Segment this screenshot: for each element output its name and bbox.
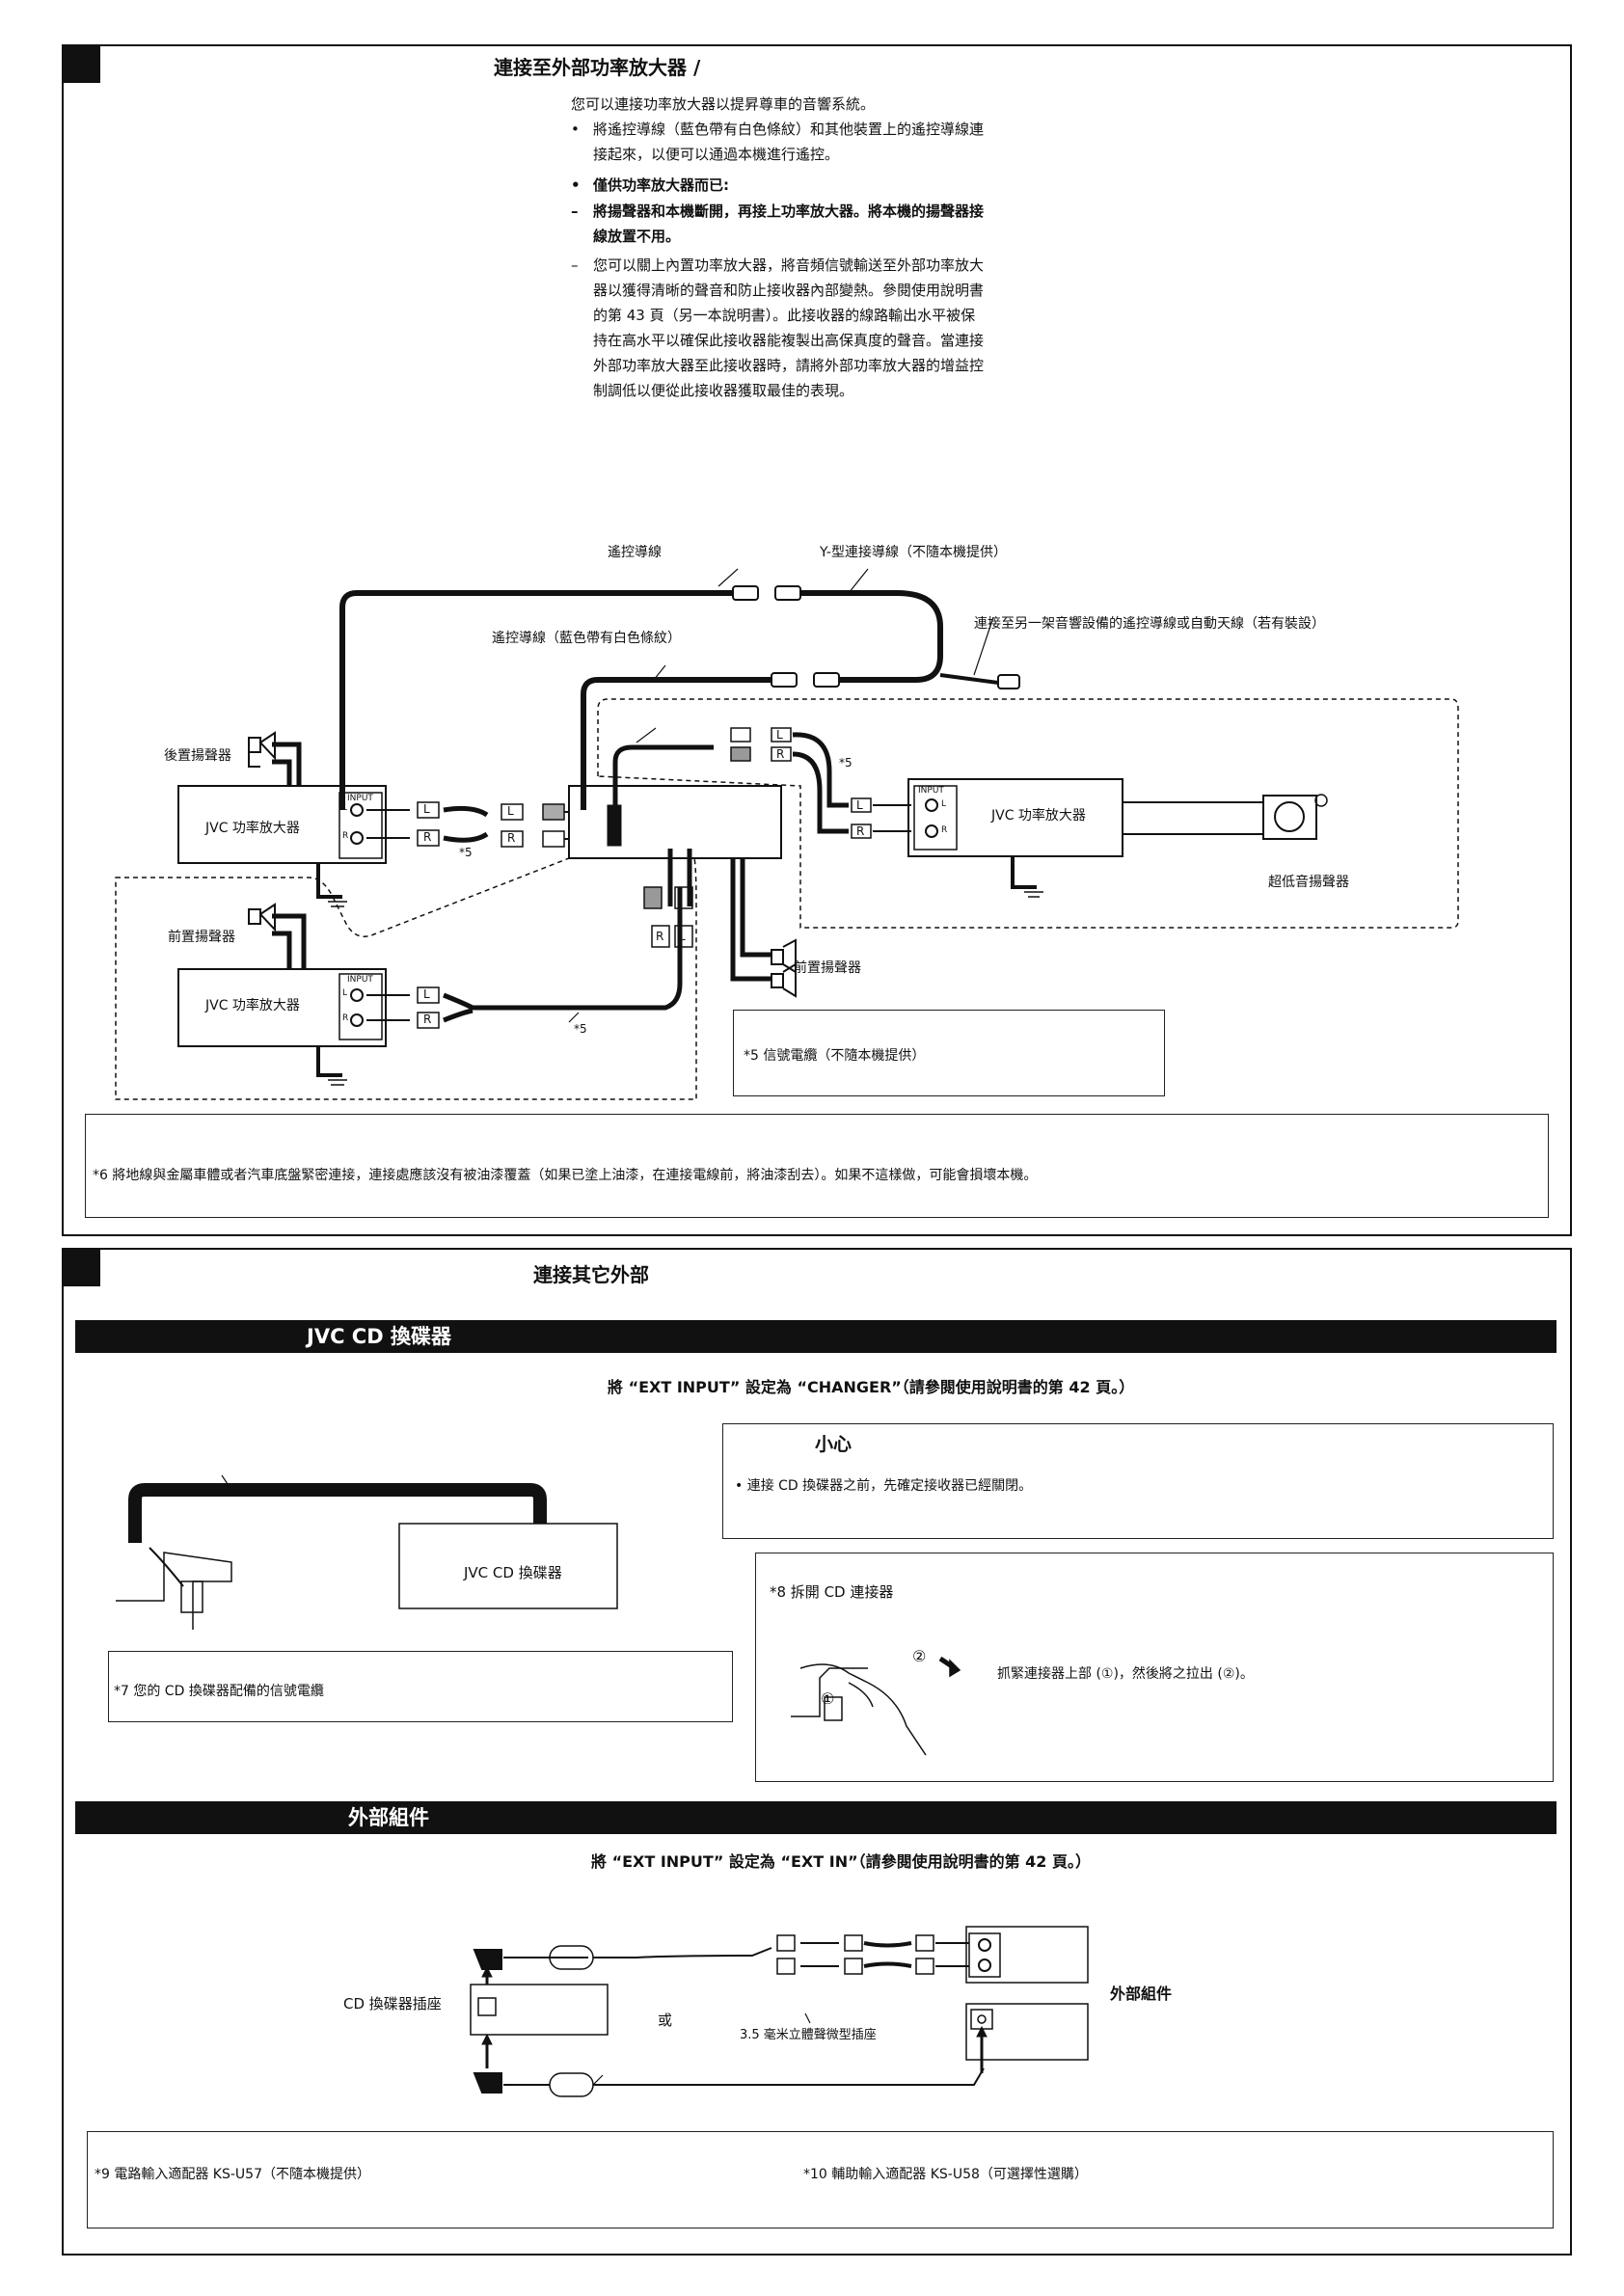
dash2-line-5: 外部功率放大器至此接收器時，請將外部功率放大器的增益控: [593, 357, 985, 374]
label-r-sub: R: [941, 825, 948, 835]
caution-text: • 連接 CD 換碟器之前，先確定接收器已經關閉。: [735, 1478, 1033, 1494]
remote-blue-lead: [581, 677, 771, 810]
amp-section-title: 連接至外部功率放大器 /: [494, 56, 701, 79]
receiver-unit: [568, 785, 782, 859]
note5-box: [733, 1010, 1165, 1096]
dash1-line-b: 線放置不用。: [593, 228, 681, 245]
dash-1: –: [571, 203, 579, 220]
dash2-line-2: 器以獲得清晰的聲音和防止接收器內部變熱。參閱使用說明書: [593, 282, 985, 299]
dash2-line-6: 制調低以便從此接收器獲取最佳的表現。: [593, 382, 854, 399]
note7-text: *7 您的 CD 換碟器配備的信號電纜: [114, 1684, 324, 1699]
label-conn-r-4: R: [776, 747, 785, 761]
label-front-speakers-right: 前置揚聲器: [794, 960, 861, 976]
label-or: 或: [658, 2012, 673, 2029]
bullet2-text: 僅供功率放大器而已:: [593, 176, 729, 194]
circle-2: ②: [912, 1647, 927, 1665]
amp-front: [177, 968, 387, 1047]
note6-box: [85, 1114, 1549, 1218]
note6-text: *6 將地線與金屬車體或者汽車底盤緊密連接，連接處應該沒有被油漆覆蓋（如果已塗上…: [93, 1168, 1038, 1183]
section-marker: [64, 46, 100, 83]
caution-title: 小心: [815, 1434, 853, 1455]
label-conn-l-4: L: [776, 728, 783, 742]
label-front-speakers-left: 前置揚聲器: [168, 930, 235, 945]
bullet-dot-2: •: [571, 176, 581, 194]
label-cd-jack: CD 換碟器插座: [343, 1995, 442, 2012]
label-amp-sub: JVC 功率放大器: [991, 808, 1086, 824]
label-l-front: L: [342, 988, 348, 998]
changer-bar: JVC CD 換碟器: [75, 1320, 1556, 1353]
label-conn-r-6: R: [656, 930, 664, 943]
changer-label: JVC CD 換碟器: [464, 1564, 562, 1581]
note8-box: [755, 1553, 1554, 1782]
note8-title: *8 拆開 CD 連接器: [770, 1583, 894, 1601]
cd-changer-box: [398, 1523, 618, 1609]
dash2-line-3: 的第 43 頁（另一本說明書）。此接收器的線路輸出水平被保: [593, 307, 976, 324]
label-l-sub: L: [941, 799, 947, 809]
ext-component-mini: [965, 2003, 1089, 2061]
changer-setting: 將 “EXT INPUT” 設定為 “CHANGER”（請參閱使用說明書的第 4…: [608, 1378, 1135, 1396]
section-marker-2: [64, 1250, 100, 1286]
label-to-other: 連接至另一架音響設備的遙控導線或自動天線（若有裝設）: [974, 616, 1325, 632]
bullet1-line-b: 接起來，以便可以通過本機進行遙控。: [593, 146, 840, 163]
dash1-line-a: 將揚聲器和本機斷開，再接上功率放大器。將本機的揚聲器接: [593, 203, 985, 220]
note8-text: 抓緊連接器上部 (①)，然後將之拉出 (②)。: [997, 1666, 1254, 1682]
label-input-sub: INPUT: [918, 786, 944, 796]
label-remote-blue: 遙控導線（藍色帶有白色條紋）: [492, 631, 681, 646]
circle-1: ①: [821, 1689, 835, 1708]
y-cable: [800, 590, 943, 683]
label-conn-l-2: L: [507, 804, 514, 818]
dash2-line-4: 持在高水平以確保此接收器能複製出高保真度的聲音。當連接: [593, 332, 985, 349]
label-l-rear: L: [342, 803, 348, 813]
label-conn-r-3: R: [423, 1013, 432, 1026]
note5-text: *5 信號電纜（不隨本機提供）: [744, 1048, 926, 1064]
note7-box: [108, 1651, 733, 1722]
label-amp-rear: JVC 功率放大器: [205, 821, 300, 836]
label-r-rear: R: [342, 831, 349, 841]
amp-wiring-diagram: [115, 568, 1459, 1100]
note9-text: *9 電路輸入適配器 KS-U57（不隨本機提供）: [95, 2167, 370, 2182]
label-conn-l-1: L: [423, 802, 430, 816]
label-rear-speakers: 後置揚聲器: [164, 748, 231, 764]
label-ext-component: 外部組件: [1110, 1985, 1173, 2003]
other-section-title: 連接其它外部: [533, 1263, 649, 1286]
amp-sub: [907, 778, 1123, 857]
label-conn-r-2: R: [507, 831, 516, 845]
label-conn-l-6: L: [679, 930, 686, 943]
label-remote-lead: 遙控導線: [608, 545, 662, 560]
amp-connection-panel: [62, 44, 1572, 1236]
remote-lead-cable: [339, 590, 733, 810]
label-conn-l-5: L: [856, 798, 863, 812]
label-star5-a: *5: [459, 846, 473, 859]
amp-intro: 您可以連接功率放大器以提昇尊車的音響系統。: [571, 95, 876, 113]
label-star5-b: *5: [839, 756, 853, 770]
other-connection-panel: [62, 1248, 1572, 2255]
ext-setting: 將 “EXT INPUT” 設定為 “EXT IN”（請參閱使用說明書的第 42…: [591, 1852, 1092, 1871]
label-conn-r-1: R: [423, 830, 432, 844]
label-star5-c: *5: [574, 1022, 587, 1036]
ext-component-rca: [965, 1926, 1089, 1984]
note10-text: *10 輔助輸入適配器 KS-U58（可選擇性選購）: [803, 2167, 1088, 2182]
to-other-lead: [939, 673, 999, 685]
label-mini-jack: 3.5 毫米立體聲微型插座: [740, 2028, 877, 2042]
bullet-dot-1: •: [571, 121, 580, 138]
label-conn-l-3: L: [423, 987, 430, 1001]
dash2-line-1: 您可以關上內置功率放大器，將音頻信號輸送至外部功率放大: [593, 257, 985, 274]
ext-bar: 外部組件: [75, 1801, 1556, 1834]
dash-2: –: [571, 257, 579, 274]
label-r-front: R: [342, 1013, 349, 1023]
label-y-cable: Y-型連接導線（不隨本機提供）: [820, 545, 1007, 560]
label-amp-front: JVC 功率放大器: [205, 998, 300, 1013]
label-conn-r-5: R: [856, 824, 865, 838]
label-subwoofer: 超低音揚聲器: [1268, 875, 1349, 890]
label-input-rear: INPUT: [347, 794, 373, 803]
caution-box: [722, 1423, 1554, 1539]
bullet1-line-a: 將遙控導線（藍色帶有白色條紋）和其他裝置上的遙控導線連: [593, 121, 985, 138]
label-input-front: INPUT: [347, 975, 373, 985]
amp-rear: [177, 785, 387, 864]
receiver-rear: [470, 1984, 609, 2036]
note9-10-box: [87, 2131, 1554, 2228]
